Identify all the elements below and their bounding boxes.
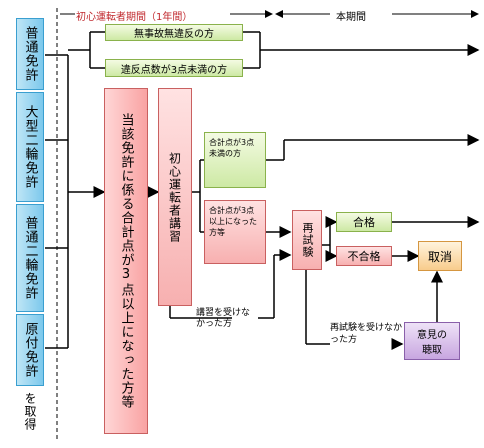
course-under-3-box: 合計点が3点未満の方 <box>204 132 266 188</box>
hearing-box: 意見の聴取 <box>404 322 460 360</box>
not-attended-retest-label: 再試験を受けなかった方 <box>330 323 403 345</box>
fail-box: 不合格 <box>336 246 392 266</box>
points-3plus-box: 当該免許に係る合計点が3点以上になった方等 <box>104 88 148 434</box>
license-regular-motorcycle: 普通二輪免許 <box>16 204 44 312</box>
under-3-points-box: 違反点数が3点未満の方 <box>105 59 243 77</box>
revoke-box: 取消 <box>418 241 462 271</box>
no-violation-box: 無事故無違反の方 <box>105 24 243 41</box>
license-moped: 原付免許 <box>16 314 44 386</box>
license-large-motorcycle: 大型二輪免許 <box>16 92 44 202</box>
retest-box: 再試験 <box>292 210 322 270</box>
first-period-label: 初心運転者期間（1年間） <box>76 12 193 23</box>
course-box: 初心運転者講習 <box>158 88 192 306</box>
acquire-label: を取得 <box>23 392 37 431</box>
course-3plus-box: 合計点が3点以上になった方等 <box>204 200 266 264</box>
not-attended-course-label: 講習を受けなかった方 <box>196 308 251 329</box>
main-period-label: 本期間 <box>336 12 366 23</box>
pass-box: 合格 <box>336 212 392 232</box>
license-regular: 普通免許 <box>16 18 44 90</box>
